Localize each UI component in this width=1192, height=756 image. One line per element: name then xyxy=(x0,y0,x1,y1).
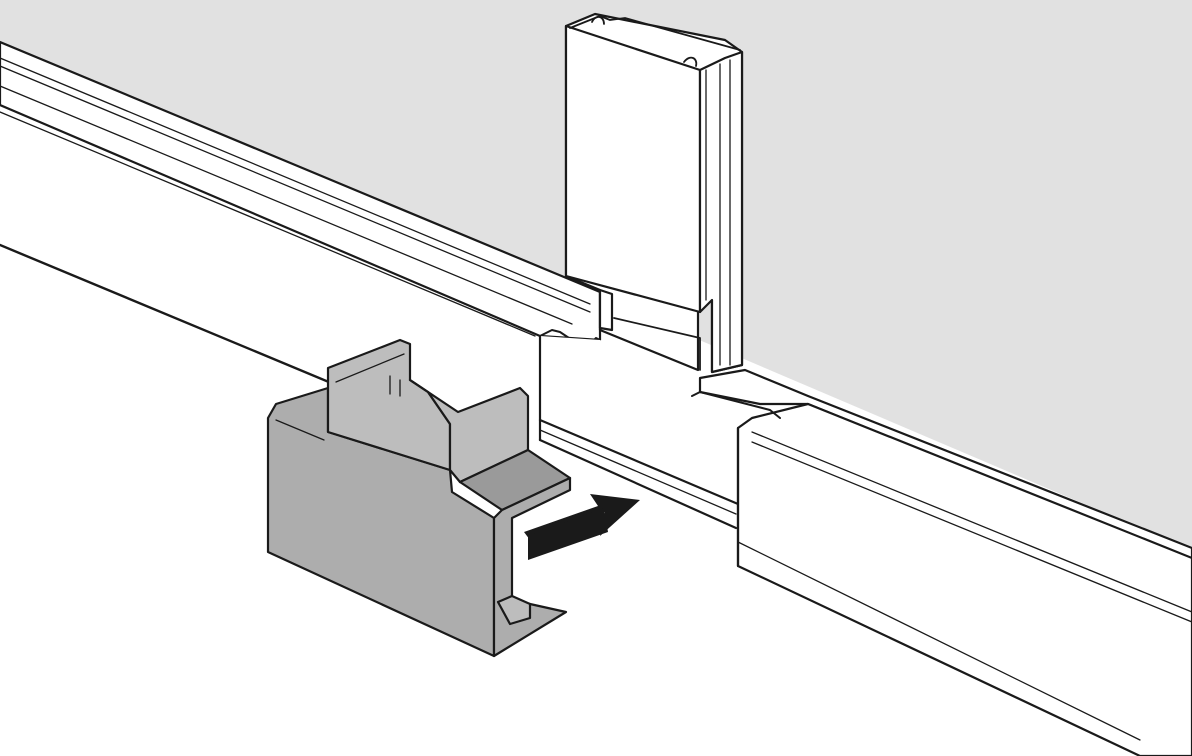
tee-cover-fitting[interactable] xyxy=(266,338,572,658)
arrow-right-icon xyxy=(524,494,640,560)
channel-base xyxy=(538,334,740,530)
trunking-right-run xyxy=(691,368,1192,756)
trunking-vertical xyxy=(564,12,744,374)
